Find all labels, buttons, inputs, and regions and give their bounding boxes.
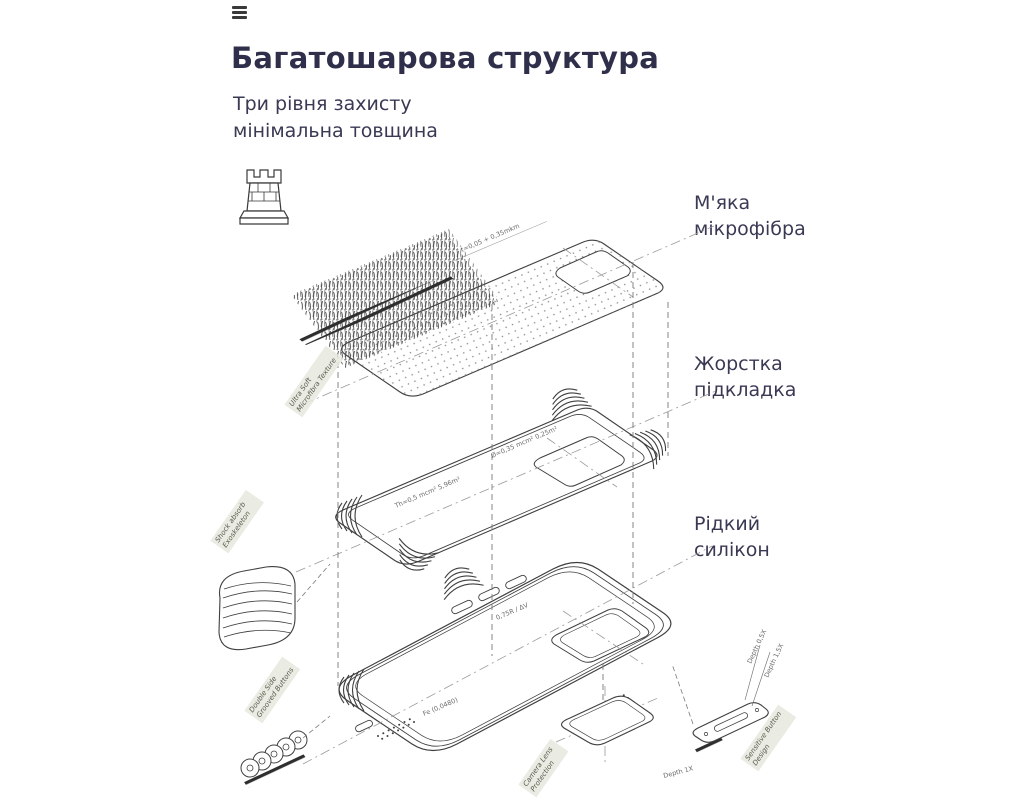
label-rigid-lining: Жорстка підкладка xyxy=(694,353,797,401)
tag-grooved-buttons: Double Side Grooved Buttons xyxy=(244,656,301,724)
dim-top-thickness: t=0,05 + 0,35mkm xyxy=(460,222,521,254)
layer-microfiber-sheet xyxy=(341,239,664,397)
detail-corner-bumper xyxy=(218,563,331,651)
detail-dome-buttons xyxy=(240,715,331,788)
camera-cutout-lining xyxy=(533,436,625,487)
subtitle-line-2: мінімальна товщина xyxy=(233,120,438,142)
fur-edge-hatch xyxy=(298,274,456,345)
menu-bar xyxy=(232,11,247,14)
camera-cutout-sheet xyxy=(555,250,631,294)
dim-depth-one-half: Depth 1,5X xyxy=(763,642,786,679)
dim-depth-half: Depth 0,5X xyxy=(746,628,769,665)
tag-camera-protection: Camera Lens Protection xyxy=(518,738,569,798)
detail-camera-island xyxy=(560,695,654,746)
microfiber-fur-patch xyxy=(292,229,500,368)
hamburger-menu-icon[interactable] xyxy=(232,6,247,19)
page-subtitle: Три рівня захисту мінімальна товщина xyxy=(233,91,438,145)
menu-bar xyxy=(232,16,247,19)
layer-silicone-case xyxy=(338,561,672,752)
layer-rigid-lining xyxy=(335,382,675,577)
tag-microfibra-texture: Ultra Soft Microfibra Texture xyxy=(284,345,344,418)
label-liquid-silicone: Рідкий силікон xyxy=(694,513,770,561)
tower-icon xyxy=(238,169,290,225)
port-cutout xyxy=(355,719,373,733)
label-soft-microfiber: М'яка мікрофібра xyxy=(694,192,806,240)
corner-ribs xyxy=(435,561,485,601)
construction-drop-lines xyxy=(337,262,669,708)
tag-shock-absorb: Shock absorb Exoskeleton xyxy=(210,489,264,554)
detail-side-button xyxy=(671,644,771,754)
dim-depth-one: Depth 1X xyxy=(662,764,694,780)
buttons-edge-hatch xyxy=(244,752,306,788)
page-title: Багатошарова структура xyxy=(231,41,660,75)
subtitle-line-1: Три рівня захисту xyxy=(233,93,412,115)
button-cutouts xyxy=(451,574,527,615)
side-hatch xyxy=(694,736,724,754)
menu-bar xyxy=(232,6,247,9)
